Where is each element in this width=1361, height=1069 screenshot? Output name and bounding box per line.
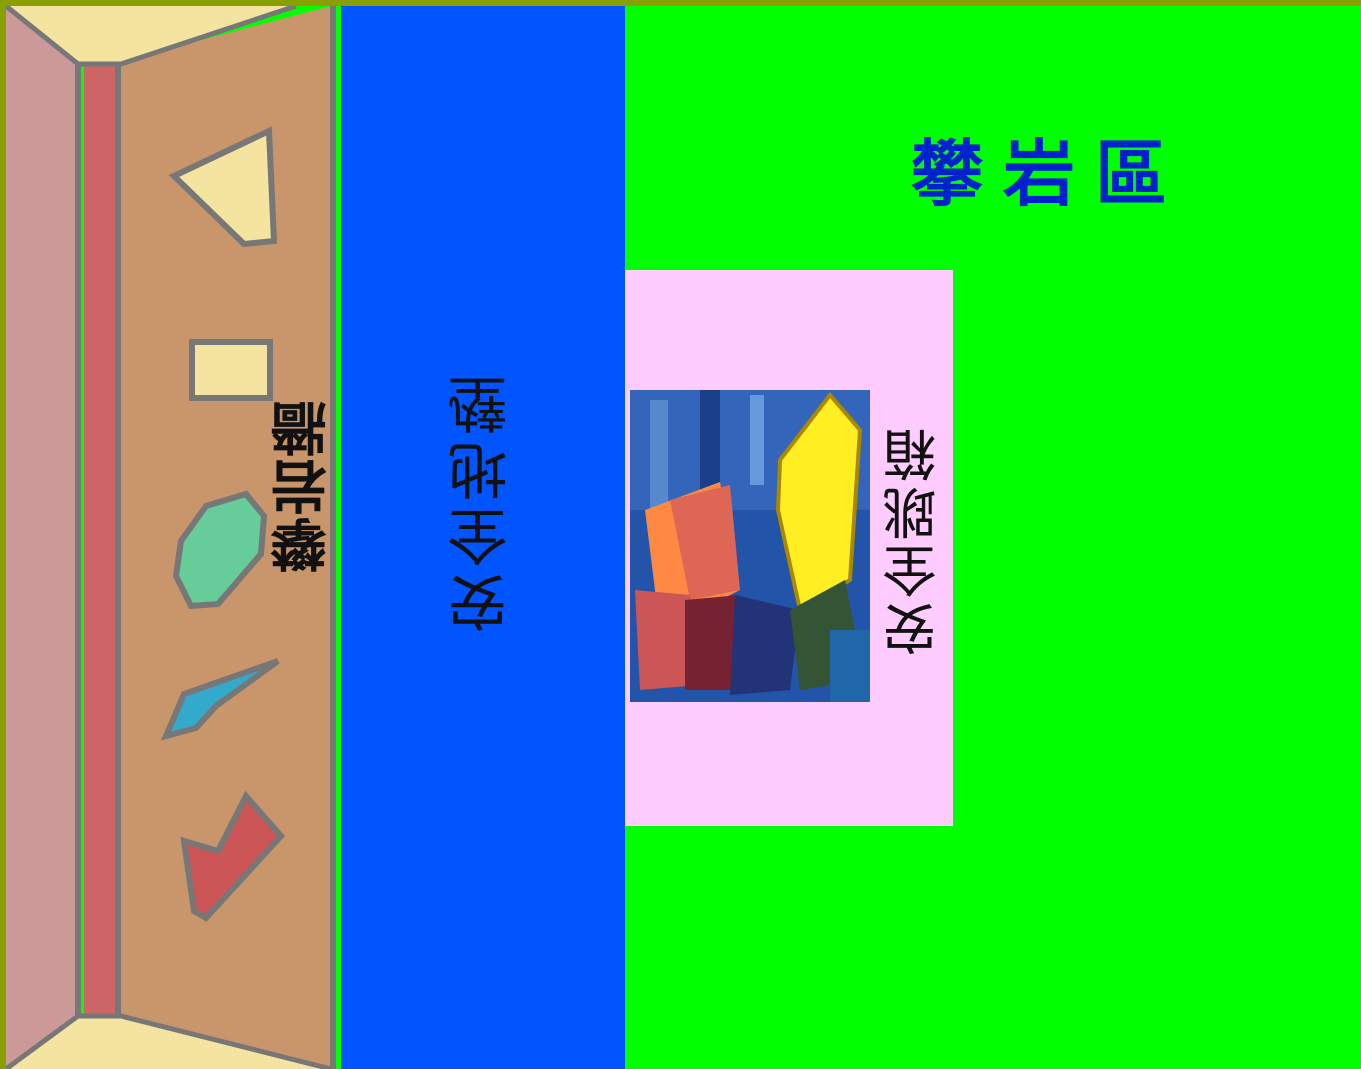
wall-floor-edge (6, 1013, 332, 1069)
climbing-zone-title: 攀岩區 (911, 131, 1188, 216)
safety-mat: 安全地墊 (341, 6, 625, 1069)
abstract-box-painting-icon (630, 390, 870, 702)
safety-vault-box-label: 安全跳箱 (883, 424, 946, 656)
climbing-wall (6, 6, 336, 1069)
rectangle-hold-icon (189, 339, 273, 401)
climbing-area-diagram: 攀岩牆 安全地墊 攀岩區 安全跳箱 (6, 6, 1361, 1069)
safety-mat-label: 安全地墊 (448, 369, 518, 633)
climbing-wall-label: 攀岩牆 (270, 399, 336, 573)
rounded-hold-icon (172, 490, 268, 610)
star-hold-icon (180, 790, 286, 922)
triangle-hold-icon (168, 126, 278, 248)
sliver-hold-icon (160, 658, 280, 741)
wall-back-panel (6, 6, 78, 1069)
wall-red-stripe (84, 61, 116, 1014)
wall-floor (6, 1016, 331, 1069)
wall-ceiling-edge (6, 6, 297, 67)
safety-vault-box: 安全跳箱 (625, 270, 953, 826)
wall-ceiling (6, 6, 296, 64)
